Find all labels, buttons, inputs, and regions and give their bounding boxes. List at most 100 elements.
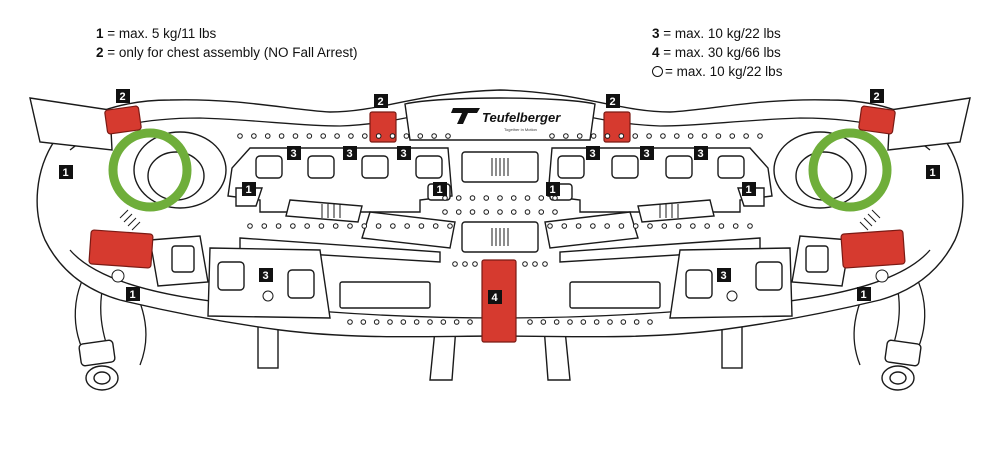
diagonal-webbing (239, 199, 761, 263)
small-hole (715, 133, 722, 139)
upper-right-panel (547, 147, 773, 213)
marker-2: 2 (606, 94, 620, 108)
small-hole (469, 195, 476, 201)
marker-4: 4 (488, 290, 502, 304)
legend-item-2: 2 = only for chest assembly (NO Fall Arr… (96, 45, 358, 60)
marker-2: 2 (374, 94, 388, 108)
small-hole (590, 223, 596, 229)
marker-1: 1 (742, 182, 756, 196)
lower-left-panel (207, 247, 431, 319)
small-hole (251, 133, 257, 139)
small-hole (522, 261, 528, 267)
logo-plate: Teufelberger Together in Motion (404, 97, 596, 141)
small-hole (375, 223, 382, 229)
small-hole (633, 319, 640, 325)
small-hole (542, 261, 548, 267)
small-hole (237, 133, 243, 139)
small-hole (278, 133, 285, 139)
right-strap (853, 259, 926, 391)
svg-text:2: 2 (874, 91, 880, 103)
small-hole (360, 319, 367, 325)
small-hole (361, 223, 368, 229)
small-hole (413, 319, 420, 325)
small-hole (567, 319, 573, 325)
svg-text:1: 1 (930, 167, 936, 179)
small-hole (431, 133, 437, 139)
small-hole (532, 261, 538, 267)
small-hole (607, 319, 613, 325)
svg-text:1: 1 (437, 184, 443, 196)
small-hole (538, 195, 545, 201)
small-hole (418, 223, 425, 229)
legend-item-1: 1 = max. 5 kg/11 lbs (96, 26, 217, 41)
marker-3: 3 (287, 146, 301, 160)
brand-name: Teufelberger (482, 110, 561, 125)
svg-text:1: 1 (130, 289, 136, 301)
svg-text:1: 1 (550, 184, 556, 196)
small-hole (552, 195, 558, 201)
small-hole (593, 319, 600, 325)
legend-right: 3 = max. 10 kg/22 lbs 4 = max. 30 kg/66 … (652, 24, 782, 81)
small-hole (497, 195, 503, 201)
small-hole (701, 133, 708, 139)
small-hole (690, 223, 696, 229)
left-side-assembly (29, 97, 227, 287)
small-hole (389, 133, 396, 139)
right-green-ring (808, 128, 892, 212)
small-hole (576, 133, 583, 139)
small-hole (362, 133, 368, 139)
red-loops (88, 105, 906, 343)
small-hole (604, 133, 611, 139)
small-hole (292, 133, 299, 139)
marker-1: 1 (126, 287, 140, 301)
small-hole (469, 209, 476, 215)
marker-2: 2 (116, 89, 130, 103)
marker-1: 1 (546, 182, 560, 196)
small-hole (563, 133, 569, 139)
brand-tagline: Together in Motion (504, 127, 537, 132)
small-hole (264, 133, 271, 139)
small-hole (538, 209, 545, 215)
small-hole (632, 133, 639, 139)
small-hole (442, 209, 448, 215)
small-hole (660, 133, 666, 139)
small-hole (675, 223, 682, 229)
marker-3: 3 (586, 146, 600, 160)
marker-2: 2 (870, 89, 884, 103)
small-hole (704, 223, 710, 229)
small-hole (510, 195, 517, 201)
svg-text:2: 2 (610, 96, 616, 108)
small-hole (320, 133, 327, 139)
svg-text:1: 1 (861, 289, 867, 301)
springs (119, 204, 881, 231)
small-hole (580, 319, 587, 325)
marker-1: 1 (926, 165, 940, 179)
small-hole (497, 209, 503, 215)
svg-text:3: 3 (263, 270, 269, 282)
load-markers: 2 2 2 2 1 1 1 1 1 1 3 3 3 3 3 3 3 3 1 1 … (59, 89, 940, 304)
small-hole (747, 223, 753, 229)
small-hole (387, 319, 393, 325)
small-hole (540, 319, 547, 325)
brand-logo-icon (451, 108, 480, 124)
svg-text:3: 3 (721, 270, 727, 282)
small-hole (462, 261, 468, 267)
small-hole (445, 133, 451, 139)
small-hole (306, 133, 313, 139)
small-hole (552, 209, 558, 215)
small-hole (432, 223, 439, 229)
small-hole (332, 223, 339, 229)
small-hole (646, 133, 652, 139)
left-green-ring (108, 128, 192, 212)
right-side-assembly (773, 97, 971, 287)
marker-3: 3 (717, 268, 731, 282)
small-hole (527, 319, 533, 325)
small-hole (647, 223, 653, 229)
svg-text:2: 2 (120, 91, 126, 103)
marker-3: 3 (694, 146, 708, 160)
small-hole (632, 223, 639, 229)
svg-text:3: 3 (644, 148, 650, 160)
marker-1: 1 (242, 182, 256, 196)
small-hole (247, 223, 253, 229)
small-hole (304, 223, 310, 229)
